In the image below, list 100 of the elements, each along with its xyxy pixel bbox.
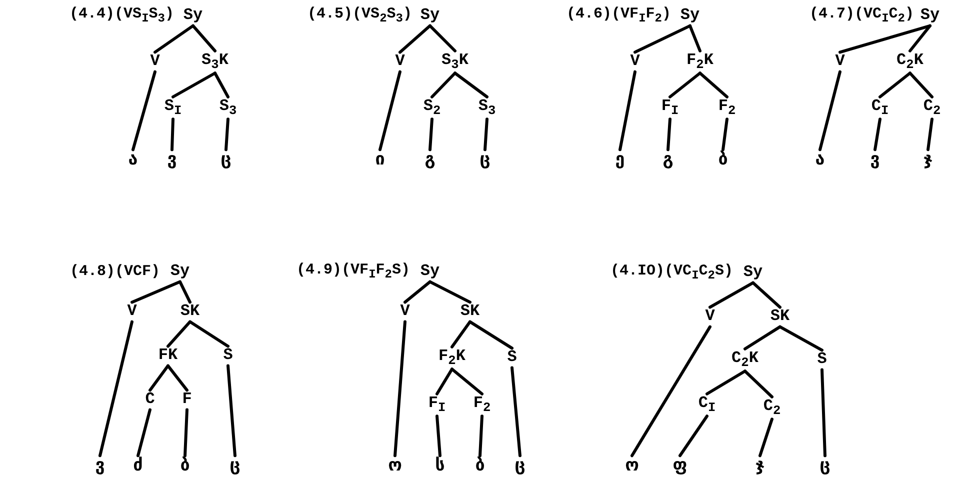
branch-line	[454, 72, 488, 98]
branch-line	[428, 24, 456, 52]
leaf-letter: ჯ	[922, 150, 934, 170]
branch-line	[398, 24, 432, 54]
branch-line	[224, 118, 230, 152]
leaf-letter: ა	[814, 150, 826, 170]
tree-node-label: S$_{2}$	[422, 98, 442, 118]
branch-line	[98, 320, 134, 458]
tree-node-label: S$_{3}$	[477, 98, 497, 118]
leaf-letter: ძ	[132, 456, 144, 476]
formula-label: (4.8)(VCF)	[70, 264, 160, 280]
tree-node-label: C$_{2}$K	[730, 350, 760, 370]
leaf-letter: ც	[514, 456, 526, 476]
tree-node-label: V	[629, 53, 641, 71]
branch-line	[394, 320, 406, 458]
tree-node-label: V	[834, 53, 846, 71]
leaf-letter: ც	[478, 150, 492, 170]
tree-node-label: S	[506, 349, 518, 367]
branch-line	[926, 118, 934, 152]
branch-line	[404, 280, 432, 304]
branch-line	[820, 368, 826, 458]
tree-node-label: S	[816, 351, 828, 369]
tree-node-label: S$_{3}$	[218, 98, 238, 118]
leaf-letter: გ	[662, 150, 674, 170]
branch-line	[154, 24, 194, 54]
branch-line	[450, 320, 472, 348]
leaf-letter: ბ	[474, 456, 486, 476]
tree-node-label: F$_{2}$K	[438, 348, 466, 368]
branch-line	[722, 118, 728, 152]
branch-line	[148, 364, 170, 392]
branch-line	[166, 364, 188, 392]
branch-line	[132, 70, 156, 152]
tree-node-label: C$_{2}$	[922, 98, 942, 118]
branch-line	[184, 408, 188, 458]
tree-node-label: Sy	[679, 7, 701, 25]
tree-node-label: S$_{3}$K	[200, 52, 230, 72]
formula-label: (4.6)(VF$_{I}$F$_{2}$)	[566, 6, 671, 26]
tree-node-label: Sy	[182, 7, 204, 25]
tree-node-label: S$_{I}$	[163, 98, 183, 118]
branch-line	[378, 70, 402, 152]
leaf-letter: ბ	[717, 150, 729, 170]
branch-line	[878, 72, 912, 98]
leaf-letter: ჯ	[754, 456, 766, 476]
branch-line	[678, 414, 708, 458]
tree-node-label: SK	[459, 303, 481, 321]
tree-node-label: V	[704, 308, 716, 326]
branch-line	[450, 368, 484, 396]
branch-line	[666, 118, 672, 152]
branch-line	[908, 72, 934, 98]
leaf-letter: ც	[818, 456, 832, 476]
branch-line	[744, 325, 782, 350]
branch-line	[192, 24, 216, 52]
leaf-letter: გ	[424, 150, 436, 170]
branch-line	[136, 408, 152, 458]
tree-node-label: F$_{2}$	[717, 98, 737, 118]
branch-line	[818, 70, 842, 152]
leaf-letter: ვ	[94, 456, 106, 476]
tree-node-label: V	[394, 53, 406, 71]
branch-line	[468, 320, 514, 350]
tree-node-label: V	[149, 53, 161, 71]
formula-label: (4.9)(VF$_{I}$F$_{2}$S)	[296, 262, 410, 282]
branch-line	[706, 370, 746, 396]
branch-line	[178, 280, 192, 304]
tree-node-label: C$_{I}$	[870, 98, 890, 118]
branch-line	[226, 364, 236, 458]
branch-line	[874, 118, 882, 152]
leaf-letter: ც	[228, 456, 242, 476]
branch-line	[752, 281, 782, 309]
tree-node-label: Sy	[742, 264, 764, 282]
tree-node-label: C$_{2}$K	[896, 52, 924, 72]
leaf-letter: ვ	[869, 150, 881, 170]
leaf-letter: ო	[387, 456, 403, 476]
tree-node-label: Sy	[169, 263, 191, 281]
branch-line	[130, 280, 182, 304]
branch-line	[484, 118, 488, 152]
branch-line	[634, 24, 692, 54]
branch-line	[214, 72, 230, 98]
tree-node-label: S$_{3}$K	[440, 52, 470, 72]
branch-line	[838, 24, 932, 54]
tree-node-label: V	[399, 303, 411, 321]
tree-node-label: Sy	[419, 7, 441, 25]
branch-line	[436, 368, 454, 396]
leaf-letter: ა	[127, 150, 139, 170]
branch-line	[436, 414, 442, 458]
branch-line	[908, 24, 932, 52]
branch-line	[478, 414, 484, 458]
branch-line	[708, 281, 754, 309]
tree-node-label: SK	[769, 308, 791, 326]
leaf-letter: ს	[434, 456, 446, 476]
branch-line	[744, 370, 774, 398]
tree-node-label: C$_{I}$	[697, 394, 717, 416]
branch-line	[668, 72, 702, 98]
branch-line	[188, 320, 230, 348]
tree-node-label: SK	[179, 303, 201, 321]
branch-line	[688, 24, 702, 52]
tree-node-label: Sy	[919, 7, 941, 25]
tree-node-label: FK	[157, 347, 179, 365]
leaf-letter: ფ	[672, 456, 688, 476]
branch-line	[172, 72, 216, 98]
formula-label: (4.4)(VS$_{I}$S$_{3}$)	[70, 6, 174, 26]
